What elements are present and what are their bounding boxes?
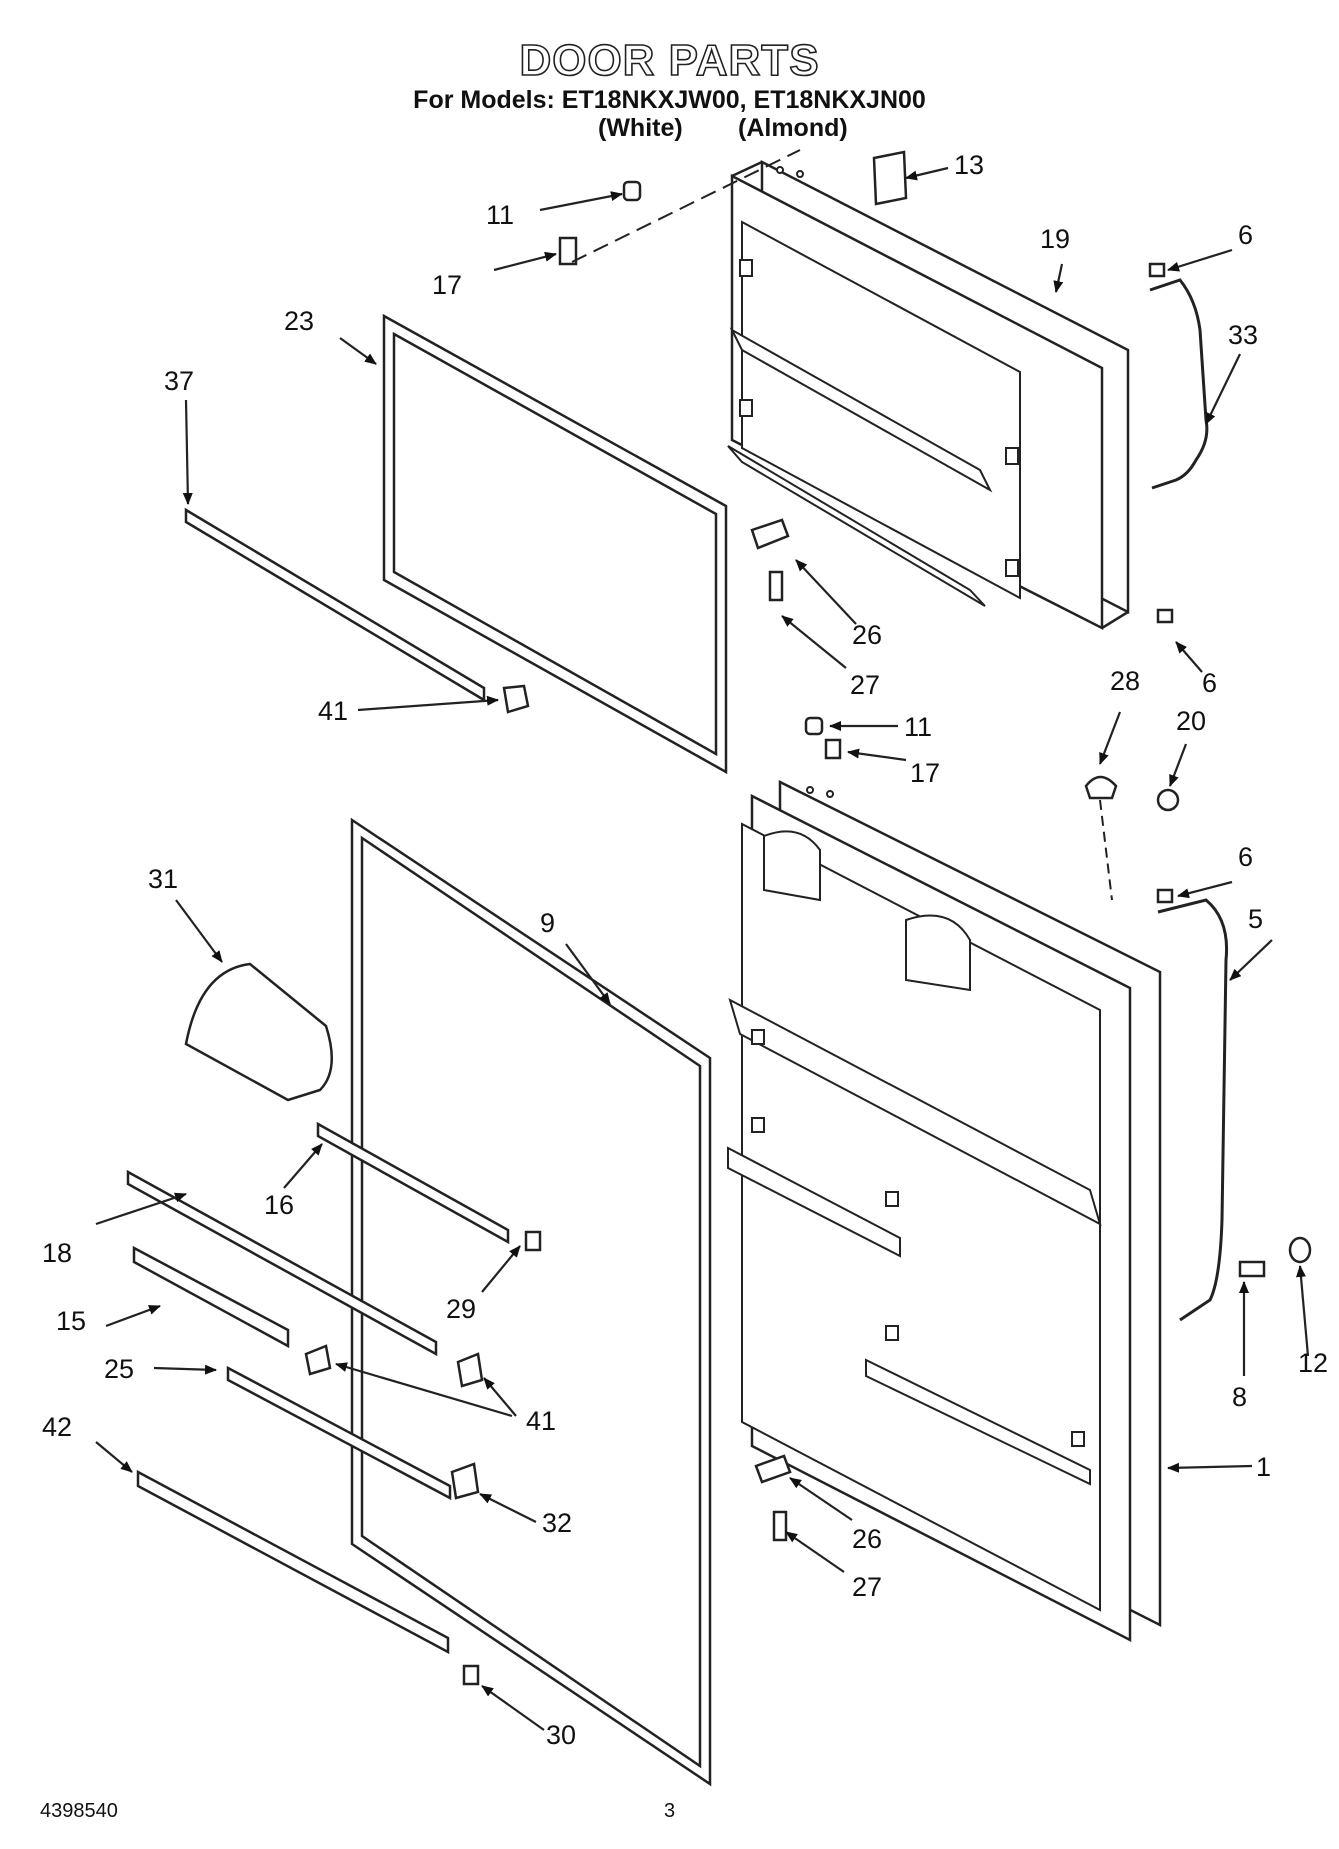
callout-37: 37 xyxy=(164,366,194,396)
hinge-part-26-lower xyxy=(754,1454,792,1542)
callout-20: 20 xyxy=(1176,706,1206,736)
callout-29: 29 xyxy=(446,1294,476,1324)
document-number: 4398540 xyxy=(40,1800,118,1822)
callout-17-upper: 17 xyxy=(432,270,462,300)
pin-part-11-lower xyxy=(804,716,842,760)
models-line: For Models: ET18NKXJW00, ET18NKXJN00 xyxy=(413,86,926,114)
callout-42: 42 xyxy=(42,1412,72,1442)
dairy-door-part-31 xyxy=(184,962,333,1102)
trim-part-25 xyxy=(226,1365,452,1501)
callout-11-lower: 11 xyxy=(904,712,932,742)
pin-part-11-upper xyxy=(558,180,642,266)
clip-part-20 xyxy=(1156,788,1180,812)
fresh-food-door-part-1 xyxy=(727,779,1162,1643)
callout-6-top: 6 xyxy=(1238,220,1253,250)
variant-white-label: (White) xyxy=(598,114,683,142)
plate-part-13 xyxy=(872,150,908,206)
clip-part-41-upper xyxy=(502,684,530,714)
handle-part-33 xyxy=(1149,278,1209,490)
callout-27-lower: 27 xyxy=(852,1572,882,1602)
callout-9: 9 xyxy=(540,908,555,938)
callout-30: 30 xyxy=(546,1720,576,1750)
freezer-gasket-part-23 xyxy=(382,313,728,775)
callout-26-lower: 26 xyxy=(852,1524,882,1554)
callout-32: 32 xyxy=(542,1508,572,1538)
callout-19: 19 xyxy=(1040,224,1070,254)
screw-part-8 xyxy=(1238,1236,1312,1278)
fresh-food-gasket-part-9 xyxy=(350,817,712,1787)
callout-5: 5 xyxy=(1248,904,1263,934)
callout-25: 25 xyxy=(104,1354,134,1384)
hinge-part-26-upper xyxy=(750,518,790,602)
screw-part-6-upper xyxy=(1148,262,1174,904)
trim-part-16 xyxy=(316,1121,510,1245)
callout-8: 8 xyxy=(1232,1382,1247,1412)
callout-6-middle: 6 xyxy=(1202,668,1217,698)
callout-26-upper: 26 xyxy=(852,620,882,650)
callout-28: 28 xyxy=(1110,666,1140,696)
leader-arrows xyxy=(95,166,1310,1731)
callout-13: 13 xyxy=(954,150,984,180)
handle-part-5 xyxy=(1157,898,1229,1322)
shelf-bar-part-37 xyxy=(184,507,486,703)
small-clips xyxy=(304,1230,542,1686)
callout-11-upper: 11 xyxy=(486,200,514,230)
callout-41-lower: 41 xyxy=(526,1406,556,1436)
callout-33: 33 xyxy=(1228,320,1258,350)
callout-12: 12 xyxy=(1298,1348,1328,1378)
trim-part-15 xyxy=(132,1245,290,1349)
variant-almond-label: (Almond) xyxy=(738,114,848,142)
trim-part-18 xyxy=(126,1169,438,1357)
callout-15: 15 xyxy=(56,1306,86,1336)
callout-31: 31 xyxy=(148,864,178,894)
callout-41-upper: 41 xyxy=(318,696,348,726)
callout-6-lower: 6 xyxy=(1238,842,1253,872)
callout-23: 23 xyxy=(284,306,314,336)
trim-part-42 xyxy=(136,1469,450,1655)
page-title: DOOR PARTS xyxy=(519,35,820,86)
page-number: 3 xyxy=(664,1800,676,1822)
callout-1: 1 xyxy=(1256,1452,1271,1482)
callout-27-upper: 27 xyxy=(850,670,880,700)
callout-16: 16 xyxy=(264,1190,294,1220)
callout-18: 18 xyxy=(42,1238,72,1268)
freezer-door-part-19 xyxy=(727,159,1130,631)
plug-part-28 xyxy=(1084,775,1118,800)
callout-17-lower: 17 xyxy=(910,758,940,788)
